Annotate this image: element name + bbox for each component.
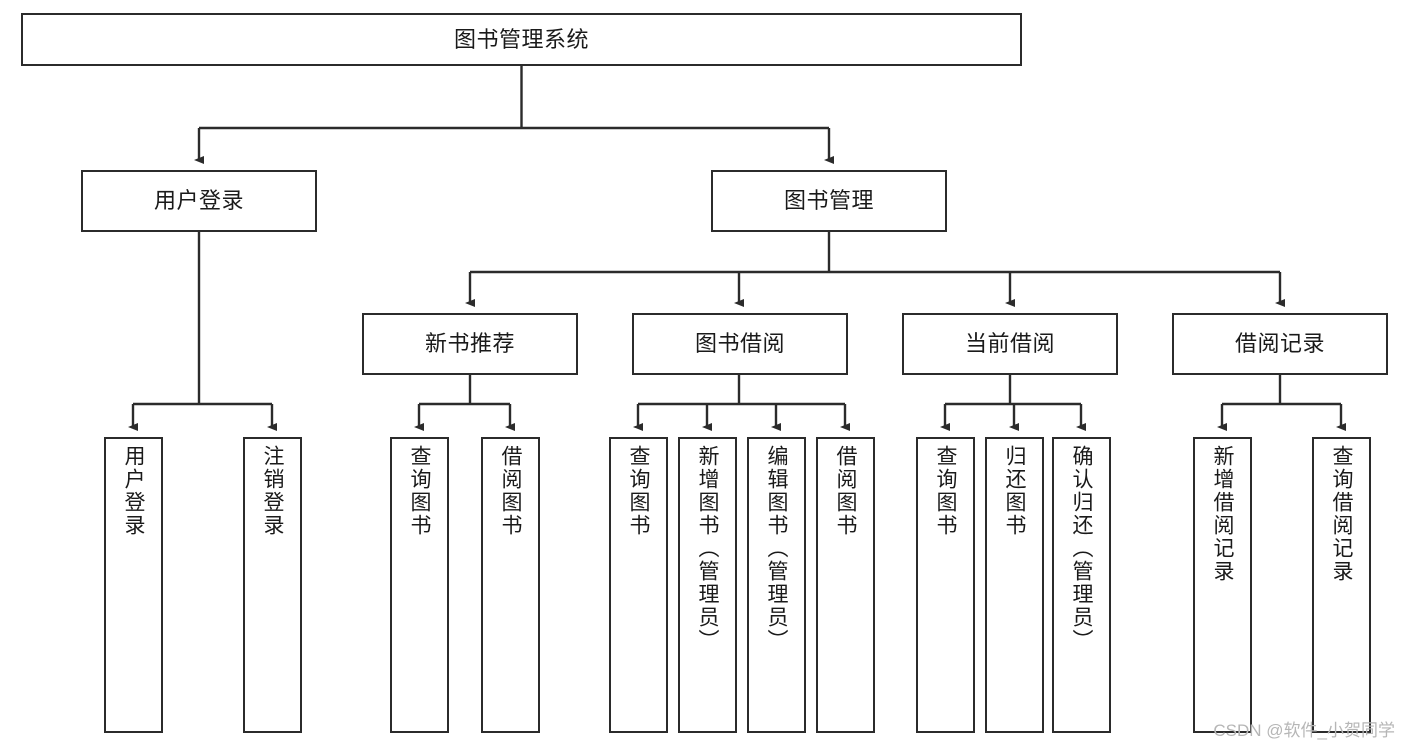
node-leaf-add-book-label: 新增图书（管理员） — [696, 445, 719, 652]
node-leaf-edit-book[interactable]: 编辑图书（管理员） — [747, 437, 806, 733]
node-book-manage-label: 图书管理 — [783, 188, 874, 214]
node-leaf-confirm-return[interactable]: 确认归还（管理员） — [1052, 437, 1111, 733]
node-leaf-logout-login[interactable]: 注销登录 — [243, 437, 302, 733]
node-user-login-label: 用户登录 — [153, 188, 244, 214]
node-leaf-borrow-book-2[interactable]: 借阅图书 — [816, 437, 875, 733]
node-leaf-edit-book-label: 编辑图书（管理员） — [765, 445, 788, 652]
node-leaf-borrow-book-2-label: 借阅图书 — [834, 445, 857, 537]
node-borrow-record[interactable]: 借阅记录 — [1172, 313, 1388, 375]
node-leaf-query-book-2[interactable]: 查询图书 — [609, 437, 668, 733]
node-root-label: 图书管理系统 — [453, 26, 589, 52]
node-leaf-user-login[interactable]: 用户登录 — [104, 437, 163, 733]
node-current-borrow[interactable]: 当前借阅 — [902, 313, 1118, 375]
node-book-borrow[interactable]: 图书借阅 — [632, 313, 848, 375]
node-leaf-add-record[interactable]: 新增借阅记录 — [1193, 437, 1252, 733]
node-leaf-user-login-label: 用户登录 — [122, 445, 145, 537]
node-leaf-borrow-book-1[interactable]: 借阅图书 — [481, 437, 540, 733]
node-new-book-recommend-label: 新书推荐 — [424, 331, 515, 357]
node-user-login[interactable]: 用户登录 — [81, 170, 317, 232]
node-leaf-query-record-label: 查询借阅记录 — [1330, 445, 1353, 583]
node-leaf-query-book-1[interactable]: 查询图书 — [390, 437, 449, 733]
node-leaf-confirm-return-label: 确认归还（管理员） — [1070, 445, 1093, 652]
node-borrow-record-label: 借阅记录 — [1234, 331, 1325, 357]
watermark-text: CSDN @软件_小贺同学 — [1213, 721, 1395, 740]
node-leaf-query-book-1-label: 查询图书 — [408, 445, 431, 537]
node-leaf-query-book-3-label: 查询图书 — [934, 445, 957, 537]
node-new-book-recommend[interactable]: 新书推荐 — [362, 313, 578, 375]
node-leaf-borrow-book-1-label: 借阅图书 — [499, 445, 522, 537]
node-leaf-query-record[interactable]: 查询借阅记录 — [1312, 437, 1371, 733]
node-root[interactable]: 图书管理系统 — [21, 13, 1022, 66]
node-current-borrow-label: 当前借阅 — [964, 331, 1055, 357]
node-book-borrow-label: 图书借阅 — [694, 331, 785, 357]
node-book-manage[interactable]: 图书管理 — [711, 170, 947, 232]
node-leaf-add-book[interactable]: 新增图书（管理员） — [678, 437, 737, 733]
node-leaf-logout-login-label: 注销登录 — [261, 445, 284, 537]
node-leaf-query-book-3[interactable]: 查询图书 — [916, 437, 975, 733]
node-leaf-return-book-label: 归还图书 — [1003, 445, 1026, 537]
node-leaf-query-book-2-label: 查询图书 — [627, 445, 650, 537]
node-leaf-add-record-label: 新增借阅记录 — [1211, 445, 1234, 583]
node-leaf-return-book[interactable]: 归还图书 — [985, 437, 1044, 733]
